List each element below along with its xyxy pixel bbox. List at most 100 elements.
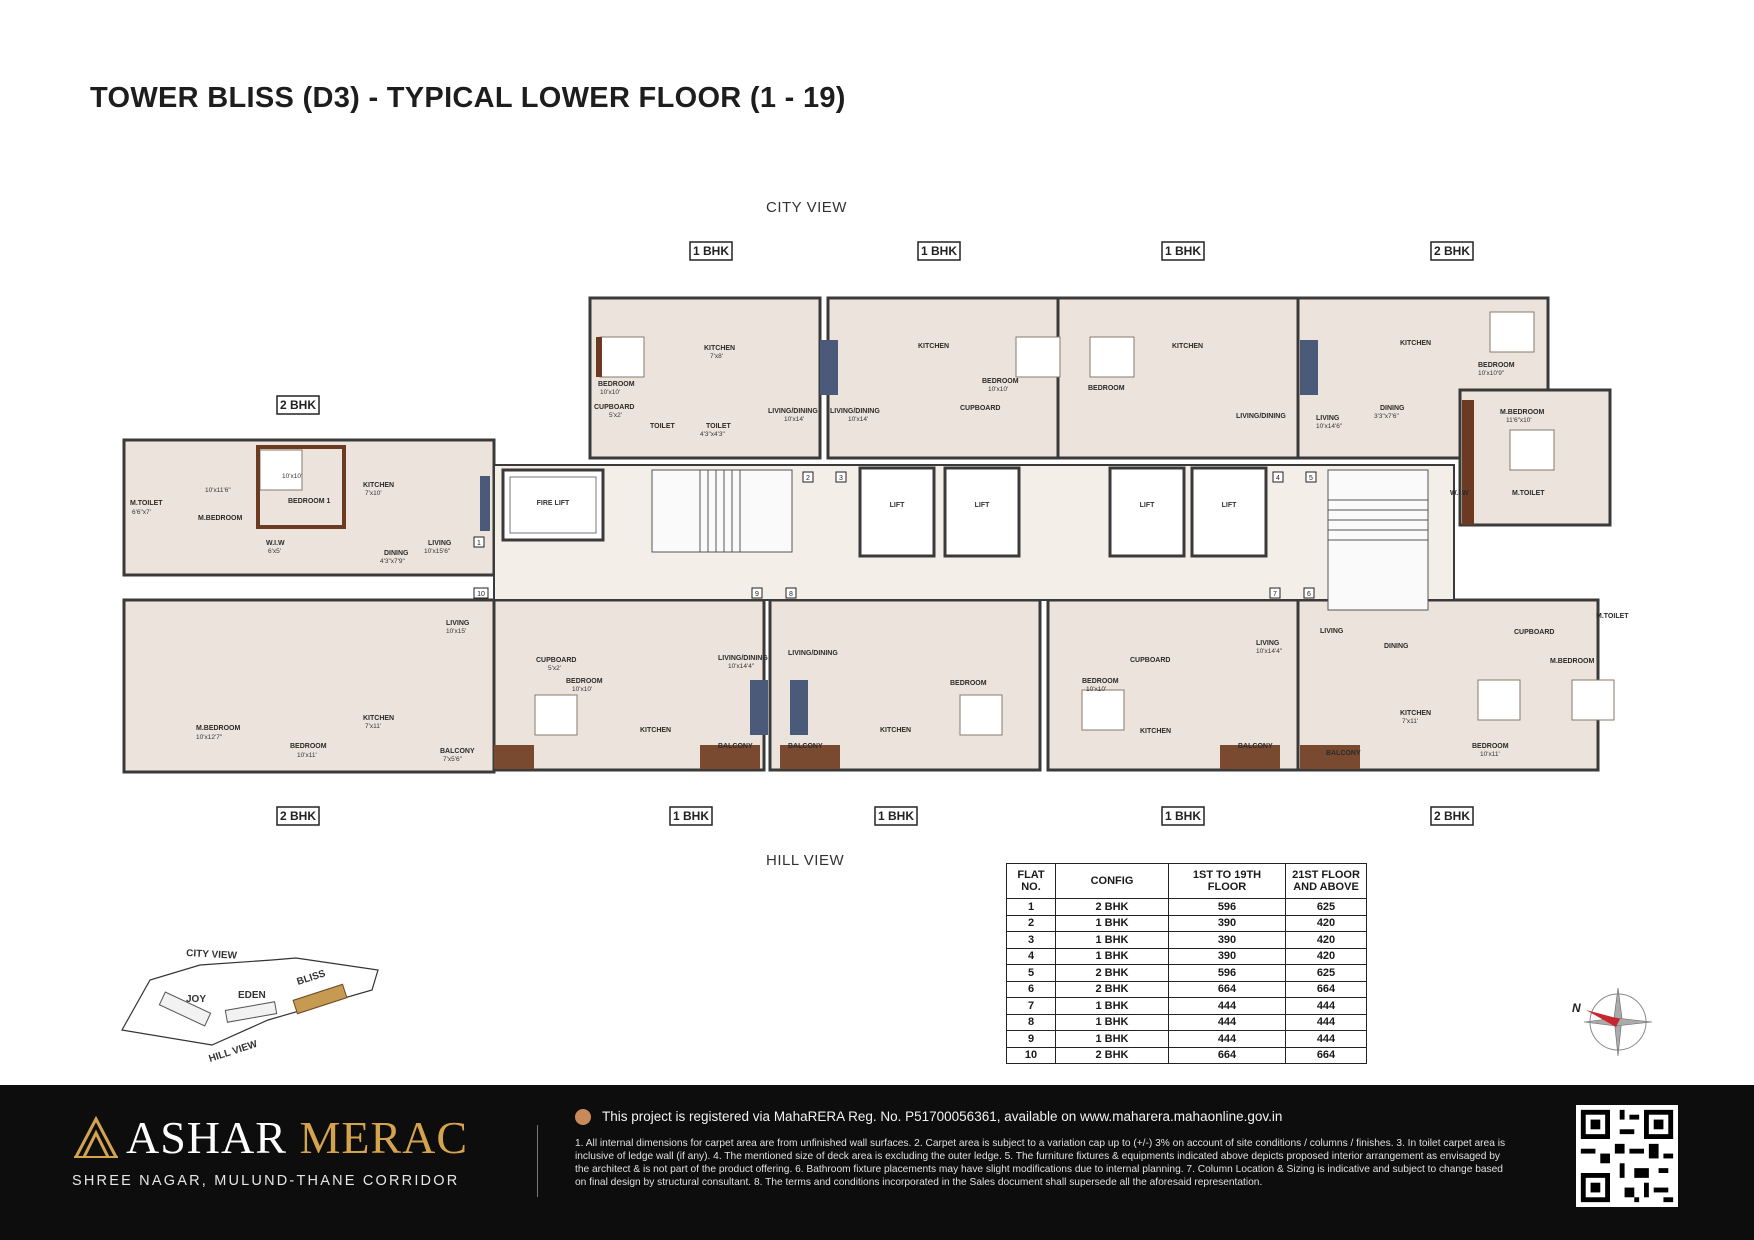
- svg-text:M.TOILET: M.TOILET: [1596, 613, 1629, 620]
- svg-text:10'x10': 10'x10': [1086, 686, 1106, 693]
- svg-text:10'x15': 10'x15': [446, 628, 466, 635]
- svg-text:BEDROOM: BEDROOM: [1088, 385, 1125, 392]
- area-table: FLAT NO. CONFIG 1ST TO 19TH FLOOR 21ST F…: [1006, 863, 1367, 1064]
- svg-text:5: 5: [1309, 475, 1313, 482]
- table-header: 1ST TO 19TH FLOOR: [1168, 863, 1286, 899]
- svg-text:KITCHEN: KITCHEN: [1400, 340, 1431, 347]
- svg-text:10'x15'6": 10'x15'6": [424, 548, 451, 555]
- key-plan: CITY VIEW HILL VIEW JOY EDEN BLISS: [121, 948, 379, 1065]
- hill-view-label: HILL VIEW: [766, 852, 845, 869]
- svg-text:10'x14': 10'x14': [848, 416, 868, 423]
- svg-text:BEDROOM: BEDROOM: [290, 743, 327, 750]
- svg-text:KITCHEN: KITCHEN: [1172, 343, 1203, 350]
- svg-text:BEDROOM: BEDROOM: [566, 678, 603, 685]
- svg-text:10'x10': 10'x10': [600, 389, 620, 396]
- svg-text:4: 4: [1276, 475, 1280, 482]
- table-header: FLAT NO.: [1006, 863, 1056, 899]
- unit-tag: 2 BHK: [1434, 244, 1470, 258]
- unit-tag: 1 BHK: [1165, 809, 1201, 823]
- svg-text:1: 1: [477, 540, 481, 547]
- svg-text:7'x10': 7'x10': [365, 490, 382, 497]
- maharera-icon: [575, 1109, 591, 1125]
- furniture: [256, 311, 1615, 769]
- ashar-logo-icon: [74, 1115, 118, 1158]
- svg-text:10'x11'6": 10'x11'6": [205, 487, 231, 494]
- svg-text:10'x14'4": 10'x14'4": [728, 663, 755, 670]
- svg-text:BEDROOM: BEDROOM: [1082, 678, 1119, 685]
- svg-text:KITCHEN: KITCHEN: [880, 727, 911, 734]
- svg-text:M.BEDROOM: M.BEDROOM: [196, 725, 241, 732]
- page-title: TOWER BLISS (D3) - TYPICAL LOWER FLOOR (…: [90, 82, 846, 114]
- svg-text:7: 7: [1273, 591, 1277, 598]
- svg-text:KITCHEN: KITCHEN: [363, 482, 394, 489]
- svg-text:BEDROOM 1: BEDROOM 1: [288, 498, 331, 505]
- lift-label: LIFT: [890, 502, 905, 509]
- staircase-right: [1327, 469, 1429, 611]
- svg-text:M.BEDROOM: M.BEDROOM: [1550, 658, 1595, 665]
- svg-text:KITCHEN: KITCHEN: [640, 727, 671, 734]
- svg-text:7'x11': 7'x11': [365, 723, 381, 730]
- svg-text:LIVING: LIVING: [1316, 415, 1340, 422]
- svg-text:7'x5'6": 7'x5'6": [443, 756, 463, 763]
- disclaimer-text: 1. All internal dimensions for carpet ar…: [575, 1138, 1506, 1188]
- svg-text:W.I.W: W.I.W: [266, 540, 285, 547]
- svg-text:DINING: DINING: [1380, 405, 1405, 412]
- unit-tag: 2 BHK: [280, 809, 316, 823]
- svg-text:KITCHEN: KITCHEN: [1400, 710, 1431, 717]
- svg-text:M.BEDROOM: M.BEDROOM: [1500, 409, 1545, 416]
- svg-text:BEDROOM: BEDROOM: [598, 381, 635, 388]
- footer-divider: [537, 1125, 538, 1197]
- svg-text:11'6"x10': 11'6"x10': [1506, 417, 1532, 424]
- svg-text:6'6"x7': 6'6"x7': [132, 509, 151, 516]
- unit-tags-top: 2 BHK 1 BHK 1 BHK 1 BHK 2 BHK: [276, 241, 1474, 415]
- svg-text:10'x10': 10'x10': [988, 386, 1008, 393]
- svg-text:CUPBOARD: CUPBOARD: [594, 404, 634, 411]
- svg-text:10'x14'6": 10'x14'6": [1316, 423, 1343, 430]
- flat-number-markers: 1 2 3 4 5 6 7 8 9 10: [473, 471, 1317, 599]
- svg-text:CUPBOARD: CUPBOARD: [536, 657, 576, 664]
- svg-text:BEDROOM: BEDROOM: [950, 680, 987, 687]
- unit-tag: 2 BHK: [1434, 809, 1470, 823]
- svg-text:10'x10': 10'x10': [282, 473, 302, 480]
- svg-text:W.I.W: W.I.W: [1450, 490, 1469, 497]
- compass-icon: N: [1572, 987, 1653, 1057]
- svg-text:10'x14'4": 10'x14'4": [1256, 648, 1283, 655]
- brand-tagline: SHREE NAGAR, MULUND-THANE CORRIDOR: [72, 1173, 460, 1189]
- unit-tags-bottom: 2 BHK 1 BHK 1 BHK 1 BHK 2 BHK: [276, 806, 1474, 826]
- unit-tag: 1 BHK: [673, 809, 709, 823]
- svg-text:6'x5': 6'x5': [268, 548, 281, 555]
- qr-code-icon[interactable]: [1576, 1105, 1678, 1207]
- svg-text:LIVING/DINING: LIVING/DINING: [718, 655, 768, 662]
- svg-text:BEDROOM: BEDROOM: [1478, 362, 1515, 369]
- fire-lift-label: FIRE LIFT: [537, 500, 570, 507]
- svg-text:10'x12'7": 10'x12'7": [196, 734, 223, 741]
- svg-text:10'x14': 10'x14': [784, 416, 804, 423]
- svg-text:DINING: DINING: [1384, 643, 1409, 650]
- building-footprint: [122, 296, 1612, 774]
- svg-text:LIVING/DINING: LIVING/DINING: [788, 650, 838, 657]
- svg-text:9: 9: [755, 591, 759, 598]
- svg-text:6: 6: [1307, 591, 1311, 598]
- svg-text:2: 2: [806, 475, 810, 482]
- svg-text:LIVING/DINING: LIVING/DINING: [1236, 413, 1286, 420]
- svg-text:TOILET: TOILET: [650, 423, 675, 430]
- svg-text:M.BEDROOM: M.BEDROOM: [198, 515, 243, 522]
- svg-text:LIVING: LIVING: [1256, 640, 1280, 647]
- svg-text:BALCONY: BALCONY: [1238, 743, 1273, 750]
- footer: ASHAR MERAC SHREE NAGAR, MULUND-THANE CO…: [0, 1085, 1754, 1240]
- svg-text:3'3"x7'6": 3'3"x7'6": [1374, 413, 1399, 420]
- rera-notice: This project is registered via MahaRERA …: [602, 1109, 1283, 1124]
- svg-text:CUPBOARD: CUPBOARD: [1514, 629, 1554, 636]
- keyplan-city-label: CITY VIEW: [186, 948, 238, 962]
- svg-text:10'x11': 10'x11': [297, 752, 317, 759]
- floor-plan: 2 BHK 1 BHK 1 BHK 1 BHK 2 BHK 2 BHK 1 BH…: [121, 241, 1653, 1065]
- svg-text:M.TOILET: M.TOILET: [1512, 490, 1545, 497]
